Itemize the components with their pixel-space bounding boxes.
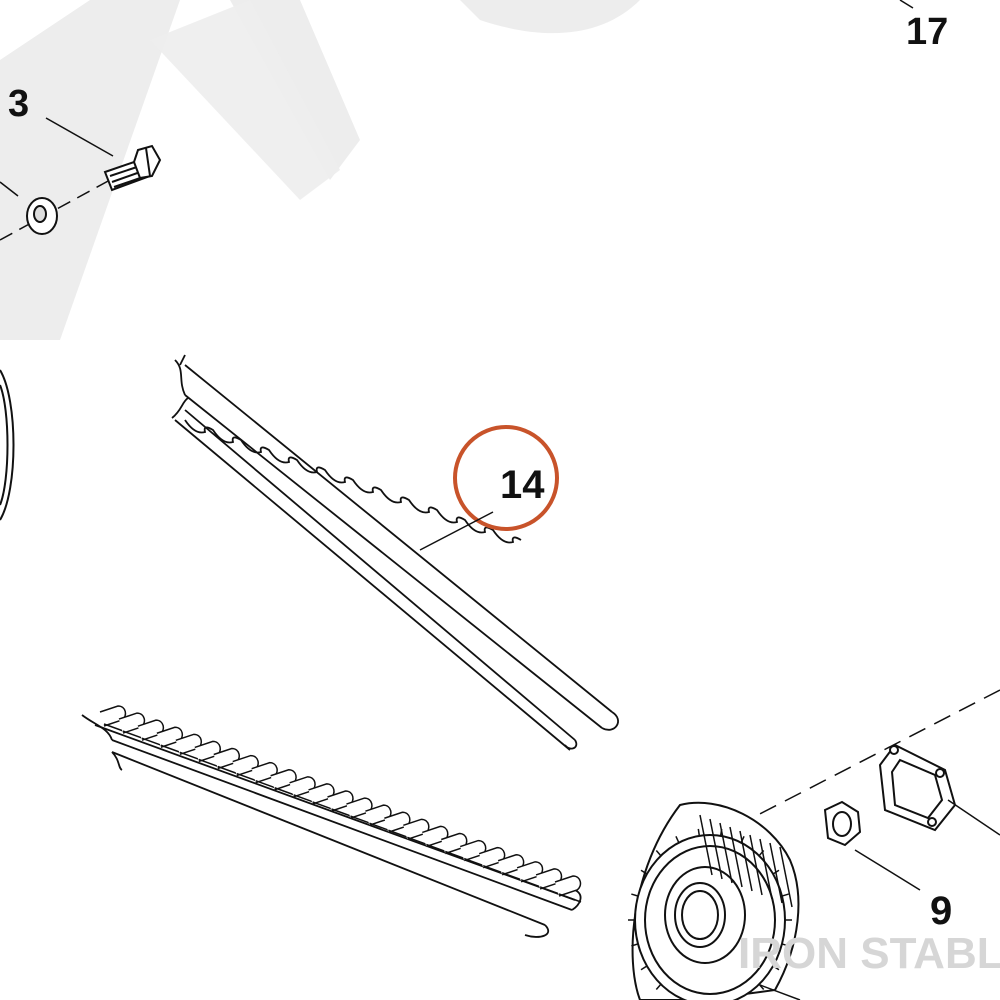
sprocket-tooth — [655, 983, 662, 991]
callout-17: 17 — [906, 11, 948, 53]
sprocket-groove — [719, 822, 733, 884]
leader-line-17 — [899, 0, 914, 9]
hex-nut-part-9 — [823, 800, 862, 847]
sprocket-pulley — [631, 801, 801, 1000]
callout-3: 3 — [8, 83, 29, 125]
lower-belt-teeth — [99, 705, 582, 903]
highlight-ring-14 — [453, 425, 559, 531]
belt-tooth — [554, 875, 582, 897]
sprocket-groove — [759, 838, 773, 900]
background-watermark-logo — [0, 0, 640, 340]
belt-tooth-edge — [558, 893, 582, 903]
washer-part-3 — [0, 181, 58, 235]
sprocket-tooth — [675, 836, 680, 843]
lower-belt-section — [81, 714, 582, 938]
sprocket-groove — [749, 834, 763, 896]
sprocket-groove — [739, 830, 753, 892]
sprocket-tooth — [697, 828, 701, 836]
sprocket-tooth — [772, 965, 780, 971]
sprocket-tooth — [781, 893, 789, 897]
bolt-part-3 — [0, 144, 162, 241]
callout-9: 9 — [930, 889, 952, 933]
sprocket-groove — [729, 826, 743, 888]
drive-belt-part-14 — [171, 354, 619, 751]
leader-line-9 — [854, 849, 921, 891]
sprocket-tooth — [631, 943, 639, 947]
retaining-plate — [878, 743, 1000, 836]
sprocket-tooth — [640, 965, 648, 971]
leader-line-14 — [419, 511, 494, 551]
sprocket-groove — [699, 814, 713, 876]
sprocket-tooth — [655, 849, 662, 857]
sprocket-groove — [709, 818, 723, 880]
sprocket-tooth — [781, 943, 789, 947]
sprocket-groove — [779, 846, 793, 908]
sprocket-tooth — [640, 869, 648, 875]
watermark-text: IRON STABLE — [738, 929, 1000, 978]
sprocket-teeth — [628, 814, 793, 991]
sprocket-groove — [769, 842, 783, 904]
leader-line-3 — [45, 117, 114, 157]
sprocket-tooth — [631, 893, 639, 897]
sprocket-tooth — [758, 983, 765, 991]
callout-14: 14 — [500, 463, 545, 507]
left-pulley-fragment — [0, 369, 15, 521]
